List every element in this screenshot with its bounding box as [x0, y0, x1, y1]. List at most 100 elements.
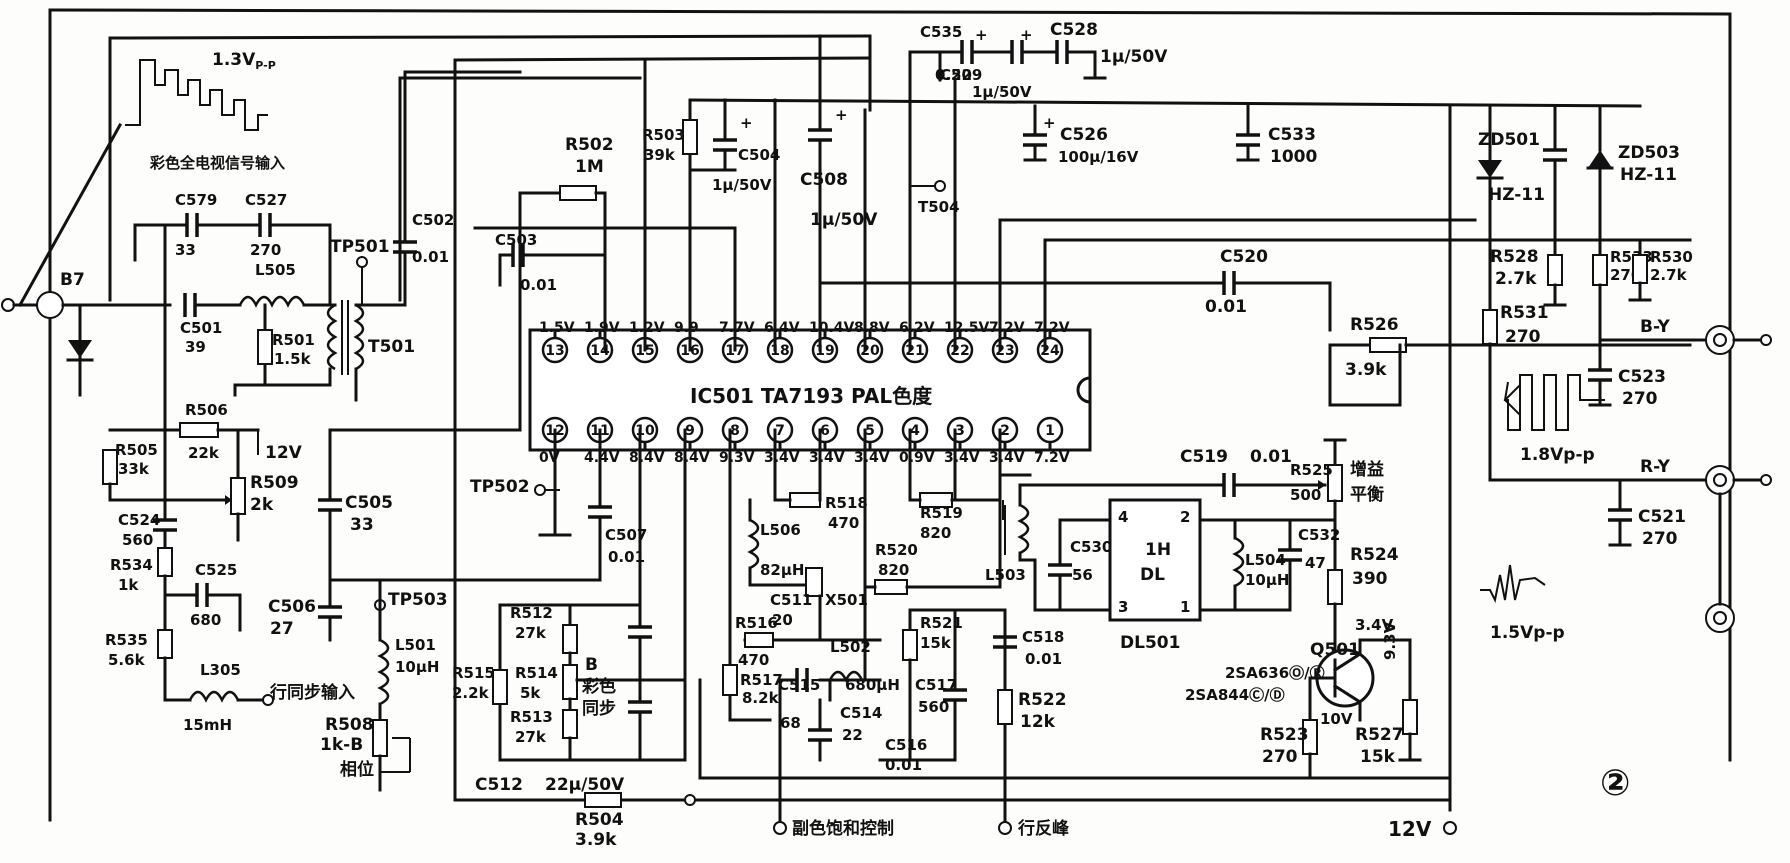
- r521-label: R521: [920, 614, 963, 632]
- c503-label: C503: [495, 231, 537, 249]
- r516-value: 470: [738, 651, 769, 669]
- ic-pin-voltage: 1.5V: [539, 320, 575, 336]
- c516-value: 0.01: [885, 756, 922, 774]
- gain-label2: 平衡: [1350, 484, 1384, 505]
- zd503-value: HZ-11: [1620, 165, 1677, 185]
- c525-label: C525: [195, 561, 237, 579]
- dl501-label: DL501: [1120, 633, 1180, 653]
- l502-coil: [828, 670, 864, 683]
- c505-value: 33: [350, 515, 374, 535]
- by-waveform: [1503, 374, 1605, 431]
- r530-resistor: [1632, 254, 1648, 284]
- ic501-label: IC501 TA7193 PAL色度: [690, 384, 933, 408]
- r512-label: R512: [510, 604, 553, 622]
- r526-label: R526: [1350, 315, 1399, 335]
- c528-value: 1μ/50V: [1100, 47, 1168, 67]
- bottom-mid-section: TP502 C507 0.01 R512 27k R514 5k B 彩色 同步…: [452, 428, 1457, 850]
- r520-label: R520: [875, 541, 918, 559]
- r534-value: 1k: [118, 576, 139, 594]
- c517-value: 560: [918, 698, 949, 716]
- c504-label: C504: [738, 146, 780, 164]
- r516-label: R516: [735, 614, 778, 632]
- ic-pin-number: 3: [955, 423, 965, 439]
- r501-value: 1.5k: [274, 350, 312, 368]
- r520-resistor: [874, 579, 908, 595]
- r501-label: R501: [272, 331, 315, 349]
- ic-pin-number: 18: [770, 343, 789, 359]
- tp502-testpoint: [534, 484, 546, 496]
- r517-resistor: [722, 664, 738, 696]
- ic-pin-voltage: 1.9V: [584, 320, 620, 336]
- l305-coil: [188, 690, 240, 703]
- c527-label: C527: [245, 191, 287, 209]
- r506-label: R506: [185, 401, 228, 419]
- c519-value: 0.01: [1250, 447, 1292, 467]
- r509-value: 2k: [250, 495, 274, 515]
- ic-pin-voltage: 4.4V: [584, 450, 620, 466]
- ic-pin-number: 9: [685, 423, 695, 439]
- r518-resistor: [789, 492, 821, 508]
- r523-label: R523: [1260, 725, 1309, 745]
- r518-value: 470: [828, 514, 859, 532]
- r503-resistor: [682, 119, 698, 155]
- flyback-label: 行反峰: [1017, 818, 1070, 839]
- c532-value: 47: [1305, 554, 1326, 572]
- c509-plus: +: [975, 26, 988, 44]
- r502-resistor: [559, 185, 597, 201]
- c521-label: C521: [1638, 507, 1686, 527]
- tp501-testpoint: [356, 256, 368, 268]
- c579-value: 33: [175, 241, 196, 259]
- q501-part-b: 2SA844Ⓒ/Ⓓ: [1185, 686, 1285, 704]
- r503-label: R503: [642, 126, 685, 144]
- ic-pin-voltage: 7.2V: [989, 320, 1025, 336]
- r515-resistor: [492, 669, 508, 705]
- r509-resistor: [230, 477, 246, 515]
- l502-label: L502: [830, 638, 871, 656]
- figure-number: ②: [1600, 763, 1630, 804]
- r524-resistor: [1327, 569, 1343, 605]
- r504-resistor: [584, 792, 622, 808]
- r520-value: 820: [878, 561, 909, 579]
- ic-pin-voltage: 9.9: [674, 320, 699, 336]
- r521-value: 15k: [920, 634, 952, 652]
- ic-pin-number: 6: [820, 423, 830, 439]
- t501-secondary: [353, 303, 365, 371]
- ic-pin-number: 7: [775, 423, 785, 439]
- c507-label: C507: [605, 526, 647, 544]
- zd501-label: ZD501: [1478, 130, 1540, 150]
- r525-value: 500: [1290, 486, 1321, 504]
- c506-label: C506: [268, 597, 316, 617]
- x501-label: X501: [825, 591, 868, 609]
- c524-label: C524: [118, 511, 160, 529]
- c525-value: 680: [190, 611, 221, 629]
- c535-value: 0.22: [935, 66, 972, 84]
- input-diode: [68, 340, 92, 358]
- r508-label: R508: [325, 715, 374, 735]
- ic-pin-voltage: 8.8V: [854, 320, 890, 336]
- r522-resistor: [997, 689, 1013, 725]
- ic-pin-number: 5: [865, 423, 875, 439]
- l501-coil: [377, 638, 390, 706]
- ic-pin-number: 20: [860, 343, 880, 359]
- ic-pin-number: 13: [545, 343, 564, 359]
- v12b-label: 12V: [1388, 817, 1432, 841]
- by-label: B-Y: [1640, 317, 1671, 337]
- c504-value: 1μ/50V: [712, 176, 772, 194]
- b7-label: B7: [60, 270, 85, 290]
- zd503-label: ZD503: [1618, 143, 1680, 163]
- l501-label: L501: [395, 636, 436, 654]
- c515-label: C515: [778, 676, 820, 694]
- c530-value: 56: [1072, 566, 1093, 584]
- t504-testpoint: [934, 180, 946, 192]
- wave18-label: 1.8Vp-p: [1520, 445, 1595, 465]
- t504-label: T504: [918, 198, 960, 216]
- l504-value: 10μH: [1245, 571, 1289, 589]
- ic-pin-voltage: 7.2V: [1034, 450, 1070, 466]
- c511-label: C511: [770, 591, 812, 609]
- output-section: R526 3.9k ZD501 HZ-11 ZD503 HZ-11 R528 2…: [1328, 104, 1772, 804]
- q501-collector-volt: 9.3V: [1381, 621, 1399, 660]
- c521-value: 270: [1642, 529, 1678, 549]
- c504-plus: +: [740, 114, 753, 132]
- c520-value: 0.01: [1205, 297, 1247, 317]
- v12a-label: 12V: [265, 443, 303, 463]
